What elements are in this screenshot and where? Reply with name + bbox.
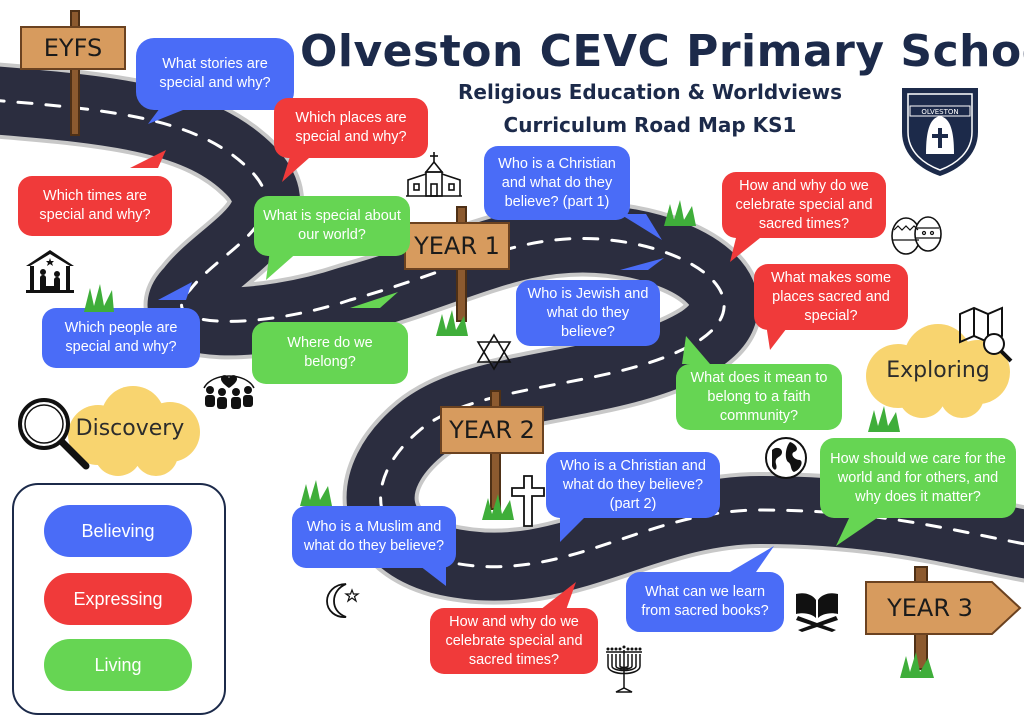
globe-icon xyxy=(765,437,807,479)
crescent-star-icon xyxy=(326,583,360,618)
eyfs-sign-post xyxy=(70,10,80,136)
bubble-celebrate-1: How and why do we celebrate special and … xyxy=(722,172,886,238)
bubble-christian-part2: Who is a Christian and what do they beli… xyxy=(546,452,720,518)
church-icon xyxy=(406,152,462,197)
school-crest-icon xyxy=(902,88,978,176)
bubble-times: Which times are special and why? xyxy=(18,176,172,236)
page-subtitle-line1: Religious Education & Worldviews xyxy=(458,80,842,104)
legend-believing: Believing xyxy=(44,505,192,557)
bubble-people: Which people are special and why? xyxy=(42,308,200,368)
eyfs-sign: EYFS xyxy=(20,26,126,70)
bubble-christian-part1: Who is a Christian and what do they beli… xyxy=(484,146,630,220)
bubble-muslim: Who is a Muslim and what do they believe… xyxy=(292,506,456,568)
legend-living: Living xyxy=(44,639,192,691)
page-subtitle-line2: Curriculum Road Map KS1 xyxy=(503,113,797,137)
discovery-cloud-shape xyxy=(68,386,200,476)
discovery-label: Discovery xyxy=(75,415,185,441)
year2-sign: YEAR 2 xyxy=(440,406,544,454)
star-of-david-icon xyxy=(476,333,512,371)
map-search-icon xyxy=(959,306,1013,363)
year1-sign: YEAR 1 xyxy=(404,222,510,270)
bubble-celebrate-2: How and why do we celebrate special and … xyxy=(430,608,598,674)
bubble-world: What is special about our world? xyxy=(254,196,410,256)
bubble-jewish: Who is Jewish and what do they believe? xyxy=(516,280,660,346)
bubble-faith-community: What does it mean to belong to a faith c… xyxy=(676,364,842,430)
nativity-icon xyxy=(26,250,74,293)
exploring-label: Exploring xyxy=(886,357,990,383)
bubble-stories: What stories are special and why? xyxy=(136,38,294,110)
legend-expressing: Expressing xyxy=(44,573,192,625)
quran-icon xyxy=(796,593,838,632)
bubble-sacred-places: What makes some places sacred and specia… xyxy=(754,264,908,330)
crest-text: OLVESTON xyxy=(921,108,959,116)
bubble-belong: Where do we belong? xyxy=(252,322,408,384)
bubble-sacred-books: What can we learn from sacred books? xyxy=(626,572,784,632)
bubble-care-world: How should we care for the world and for… xyxy=(820,438,1016,518)
page-title: Olveston CEVC Primary School xyxy=(300,26,1024,77)
exploring-cloud-shape xyxy=(866,324,1010,418)
year3-sign: YEAR 3 xyxy=(887,594,973,622)
cross-icon xyxy=(511,475,545,527)
bubble-places: Which places are special and why? xyxy=(274,98,428,158)
magnifier-icon xyxy=(18,398,90,470)
menorah-icon xyxy=(606,645,642,693)
year3-arrow-sign-shape xyxy=(865,581,1022,635)
people-heart-icon xyxy=(203,375,255,409)
easter-eggs-icon xyxy=(891,216,942,255)
legend-panel: Believing Expressing Living xyxy=(12,483,226,715)
